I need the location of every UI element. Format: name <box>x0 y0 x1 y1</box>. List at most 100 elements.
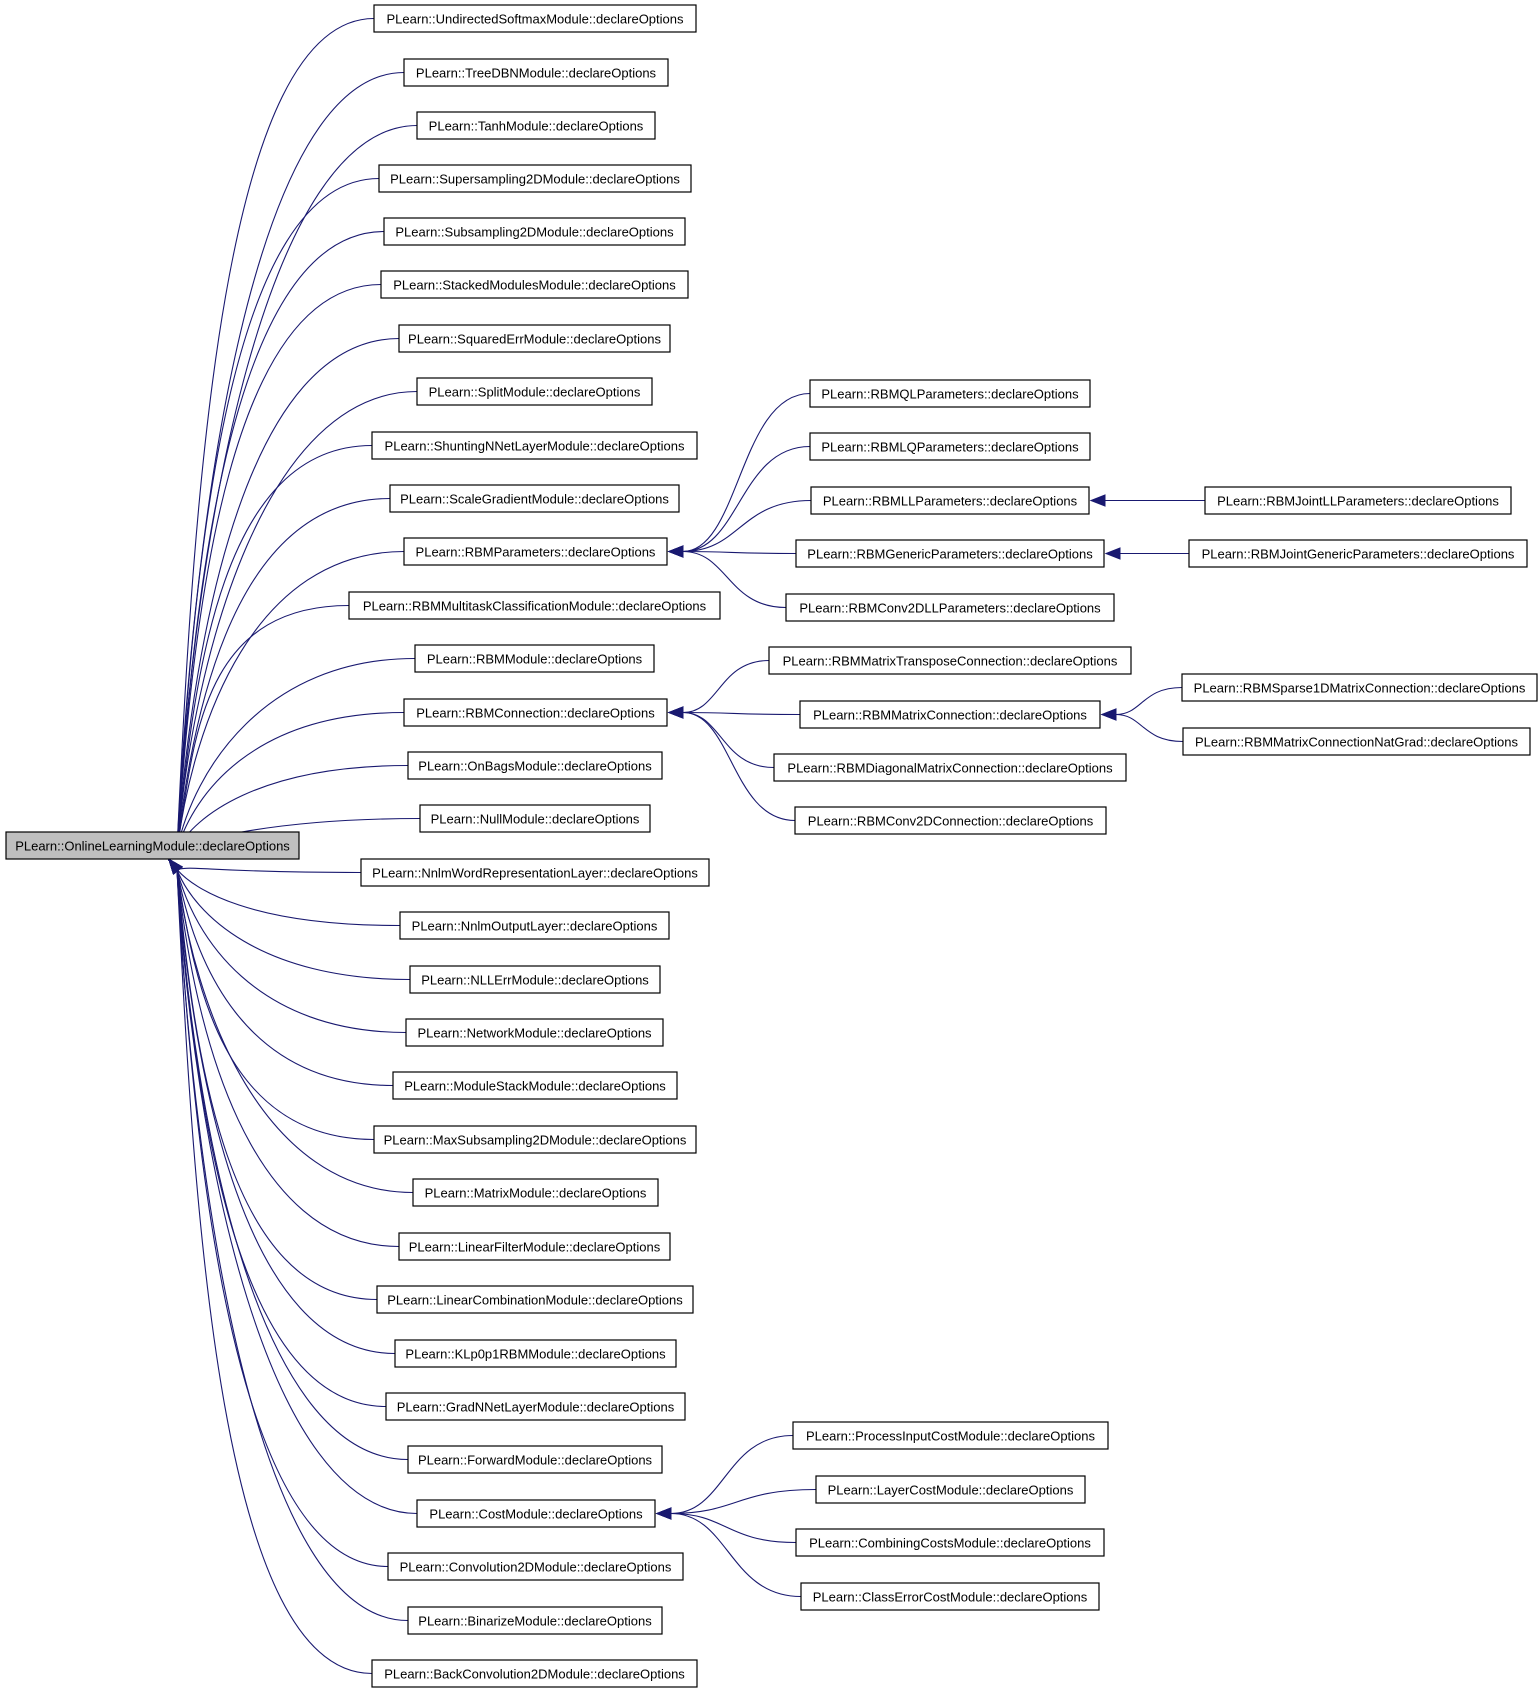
edge-rbmnatgrad-to-rbmmatconn <box>1100 708 1184 743</box>
node-gradnnet[interactable]: PLearn::GradNNetLayerModule::declareOpti… <box>385 1392 686 1421</box>
edge-line <box>176 869 409 1622</box>
node-label: PLearn::ProcessInputCostModule::declareO… <box>806 1429 1096 1444</box>
node-nnlmword[interactable]: PLearn::NnlmWordRepresentationLayer::dec… <box>360 858 710 887</box>
node-rbmparams[interactable]: PLearn::RBMParameters::declareOptions <box>403 537 668 566</box>
edge-line <box>682 659 770 714</box>
node-box <box>407 1606 663 1635</box>
edge-line <box>176 869 375 1141</box>
node-label: PLearn::MaxSubsampling2DModule::declareO… <box>384 1133 687 1148</box>
node-undirected[interactable]: PLearn::UndirectedSoftmaxModule::declare… <box>373 4 697 33</box>
node-box <box>360 858 710 887</box>
node-label: PLearn::RBMQLParameters::declareOptions <box>821 387 1079 402</box>
node-rbmsparse[interactable]: PLearn::RBMSparse1DMatrixConnection::dec… <box>1181 673 1538 702</box>
node-rbmconv2dconn[interactable]: PLearn::RBMConv2DConnection::declareOpti… <box>794 806 1107 835</box>
node-network[interactable]: PLearn::NetworkModule::declareOptions <box>405 1018 664 1047</box>
node-box <box>371 431 698 460</box>
node-rbmmulti[interactable]: PLearn::RBMMultitaskClassificationModule… <box>348 591 721 620</box>
node-tanh[interactable]: PLearn::TanhModule::declareOptions <box>416 111 656 140</box>
node-squarederr[interactable]: PLearn::SquaredErrModule::declareOptions <box>398 324 671 353</box>
node-nllerr[interactable]: PLearn::NLLErrModule::declareOptions <box>409 965 661 994</box>
node-rbmlq[interactable]: PLearn::RBMLQParameters::declareOptions <box>809 432 1091 461</box>
node-box <box>809 379 1091 408</box>
node-box <box>348 591 721 620</box>
node-rbmjointll[interactable]: PLearn::RBMJointLLParameters::declareOpt… <box>1204 486 1512 515</box>
edge-line <box>670 1488 817 1515</box>
node-label: PLearn::RBMMatrixConnection::declareOpti… <box>813 708 1087 723</box>
node-rbmconn[interactable]: PLearn::RBMConnection::declareOptions <box>403 698 668 727</box>
node-linfilter[interactable]: PLearn::LinearFilterModule::declareOptio… <box>398 1232 671 1261</box>
edge-forward-to-online <box>168 858 409 1461</box>
node-supersampling[interactable]: PLearn::Supersampling2DModule::declareOp… <box>378 164 692 193</box>
edge-line <box>682 445 811 553</box>
node-box <box>389 484 680 513</box>
node-rbmmatconn[interactable]: PLearn::RBMMatrixConnection::declareOpti… <box>799 700 1101 729</box>
node-rbmnatgrad[interactable]: PLearn::RBMMatrixConnectionNatGrad::decl… <box>1182 727 1531 756</box>
edge-line <box>176 444 373 850</box>
node-label: PLearn::RBMMatrixConnectionNatGrad::decl… <box>1195 735 1518 750</box>
node-rbmdiag[interactable]: PLearn::RBMDiagonalMatrixConnection::dec… <box>773 753 1127 782</box>
edge-classerror-to-cost <box>655 1507 802 1598</box>
node-label: PLearn::ScaleGradientModule::declareOpti… <box>400 492 669 507</box>
edge-line <box>176 124 418 850</box>
node-forward[interactable]: PLearn::ForwardModule::declareOptions <box>407 1445 663 1474</box>
node-box <box>794 806 1107 835</box>
edge-rbmmodule-to-online <box>168 657 416 861</box>
edge-line <box>176 869 407 1034</box>
node-processinput[interactable]: PLearn::ProcessInputCostModule::declareO… <box>792 1421 1109 1450</box>
edge-rbmql-to-rbmparams <box>667 392 811 558</box>
edge-line <box>176 230 385 850</box>
edge-line <box>176 390 418 850</box>
node-klp0p1[interactable]: PLearn::KLp0p1RBMModule::declareOptions <box>394 1339 677 1368</box>
node-maxsub[interactable]: PLearn::MaxSubsampling2DModule::declareO… <box>373 1125 697 1154</box>
node-label: PLearn::RBMJointGenericParameters::decla… <box>1202 547 1515 562</box>
node-box <box>394 1339 677 1368</box>
node-label: PLearn::Convolution2DModule::declareOpti… <box>400 1560 672 1575</box>
node-split[interactable]: PLearn::SplitModule::declareOptions <box>416 377 653 406</box>
edge-line <box>176 17 375 850</box>
node-classerror[interactable]: PLearn::ClassErrorCostModule::declareOpt… <box>800 1582 1100 1611</box>
edge-split-to-online <box>168 390 418 861</box>
node-layercost[interactable]: PLearn::LayerCostModule::declareOptions <box>815 1475 1086 1504</box>
edge-line <box>176 869 394 1087</box>
node-null[interactable]: PLearn::NullModule::declareOptions <box>419 804 651 833</box>
edge-line <box>176 869 400 1248</box>
node-rbmgeneric[interactable]: PLearn::RBMGenericParameters::declareOpt… <box>795 539 1105 568</box>
node-cost[interactable]: PLearn::CostModule::declareOptions <box>416 1499 656 1528</box>
node-subsampling[interactable]: PLearn::Subsampling2DModule::declareOpti… <box>383 217 686 246</box>
node-modulestack[interactable]: PLearn::ModuleStackModule::declareOption… <box>392 1071 678 1100</box>
node-treedbn[interactable]: PLearn::TreeDBNModule::declareOptions <box>403 58 669 87</box>
node-rbmll[interactable]: PLearn::RBMLLParameters::declareOptions <box>810 486 1090 515</box>
node-label: PLearn::LinearCombinationModule::declare… <box>387 1293 683 1308</box>
edge-rbmjointll-to-rbmll <box>1089 494 1205 507</box>
node-online[interactable]: PLearn::OnlineLearningModule::declareOpt… <box>5 831 300 860</box>
node-box <box>792 1421 1109 1450</box>
node-scalegrad[interactable]: PLearn::ScaleGradientModule::declareOpti… <box>389 484 680 513</box>
edge-line <box>176 867 362 874</box>
node-label: PLearn::RBMModule::declareOptions <box>427 652 643 667</box>
node-box <box>412 1178 659 1207</box>
node-lincomb[interactable]: PLearn::LinearCombinationModule::declare… <box>376 1285 694 1314</box>
node-rbmql[interactable]: PLearn::RBMQLParameters::declareOptions <box>809 379 1091 408</box>
node-rbmmattrans[interactable]: PLearn::RBMMatrixTransposeConnection::de… <box>768 646 1132 675</box>
node-conv2d[interactable]: PLearn::Convolution2DModule::declareOpti… <box>387 1552 684 1581</box>
node-label: PLearn::ShuntingNNetLayerModule::declare… <box>385 439 685 454</box>
node-binarize[interactable]: PLearn::BinarizeModule::declareOptions <box>407 1606 663 1635</box>
edge-undirected-to-online <box>168 17 375 861</box>
node-stacked[interactable]: PLearn::StackedModulesModule::declareOpt… <box>380 270 689 299</box>
node-box <box>407 751 663 780</box>
node-combining[interactable]: PLearn::CombiningCostsModule::declareOpt… <box>795 1528 1105 1557</box>
node-box <box>795 539 1105 568</box>
edge-tanh-to-online <box>168 124 418 861</box>
node-label: PLearn::NnlmOutputLayer::declareOptions <box>412 919 658 934</box>
node-rbmjointgeneric[interactable]: PLearn::RBMJointGenericParameters::decla… <box>1188 539 1528 568</box>
node-box <box>371 1659 698 1688</box>
node-label: PLearn::NLLErrModule::declareOptions <box>421 973 649 988</box>
node-matrix[interactable]: PLearn::MatrixModule::declareOptions <box>412 1178 659 1207</box>
node-rbmmodule[interactable]: PLearn::RBMModule::declareOptions <box>414 644 655 673</box>
node-shunting[interactable]: PLearn::ShuntingNNetLayerModule::declare… <box>371 431 698 460</box>
edge-line <box>176 711 405 850</box>
node-nnlmout[interactable]: PLearn::NnlmOutputLayer::declareOptions <box>399 911 670 940</box>
node-onbags[interactable]: PLearn::OnBagsModule::declareOptions <box>407 751 663 780</box>
node-backconv[interactable]: PLearn::BackConvolution2DModule::declare… <box>371 1659 698 1688</box>
node-rbmconv2dll[interactable]: PLearn::RBMConv2DLLParameters::declareOp… <box>785 593 1115 622</box>
